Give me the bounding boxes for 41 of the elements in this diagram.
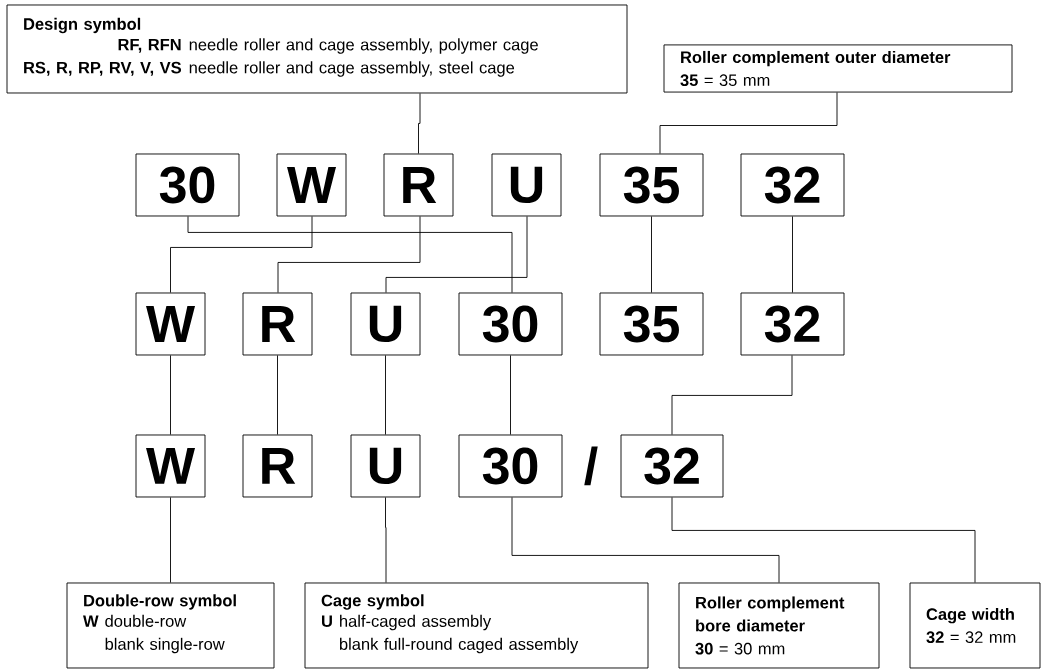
separator-slash: / bbox=[584, 446, 598, 486]
code-box: W bbox=[135, 434, 206, 498]
code-box: 32 bbox=[740, 292, 845, 356]
key-box: Roller complement bore diameter 30 = 30 mm bbox=[678, 582, 880, 669]
connector-line bbox=[792, 216, 793, 293]
code-box: 35 bbox=[599, 153, 704, 217]
connector-line bbox=[277, 216, 421, 293]
code-box: 30 bbox=[135, 153, 240, 217]
key-box: Roller complement outer diameter 35 = 35 mm bbox=[663, 44, 1013, 93]
key-box: Design symbol RF, RFN needle roller and cage assembly, polymer cage RS, R, RP, RV, V, VS needle roller and cage assembly, steel cage bbox=[6, 4, 628, 94]
connector-line bbox=[659, 92, 838, 154]
connector-line bbox=[170, 497, 171, 583]
connector-line bbox=[170, 355, 171, 435]
code-box: 32 bbox=[620, 434, 724, 498]
code-box: W bbox=[276, 153, 347, 217]
code-box: R bbox=[242, 292, 313, 356]
connector-line bbox=[511, 497, 780, 583]
code-box: U bbox=[350, 292, 421, 356]
code-box: U bbox=[350, 434, 421, 498]
code-box: R bbox=[242, 434, 313, 498]
key-box: Cage width 32 = 32 mm bbox=[909, 582, 1041, 669]
code-box: R bbox=[383, 153, 454, 217]
code-box: 35 bbox=[599, 292, 704, 356]
connector-line bbox=[418, 93, 421, 154]
code-box: 30 bbox=[458, 434, 563, 498]
connector-line bbox=[651, 216, 652, 293]
connector-line bbox=[385, 497, 387, 583]
connector-line bbox=[277, 355, 278, 435]
code-box: 32 bbox=[740, 153, 845, 217]
key-box: Cage symbol U half-caged assembly blank full-round caged assembly bbox=[304, 582, 649, 669]
key-box: Double-row symbol W double-row blank single-row bbox=[66, 582, 275, 669]
connector-line bbox=[385, 355, 386, 435]
code-box: 30 bbox=[458, 292, 563, 356]
connector-line bbox=[187, 216, 513, 293]
connector-line bbox=[510, 355, 511, 435]
connector-line bbox=[671, 497, 976, 583]
connector-line bbox=[170, 216, 313, 293]
connector-line bbox=[671, 355, 793, 435]
code-box: U bbox=[491, 153, 562, 217]
code-box: W bbox=[135, 292, 206, 356]
connector-line bbox=[385, 216, 528, 293]
